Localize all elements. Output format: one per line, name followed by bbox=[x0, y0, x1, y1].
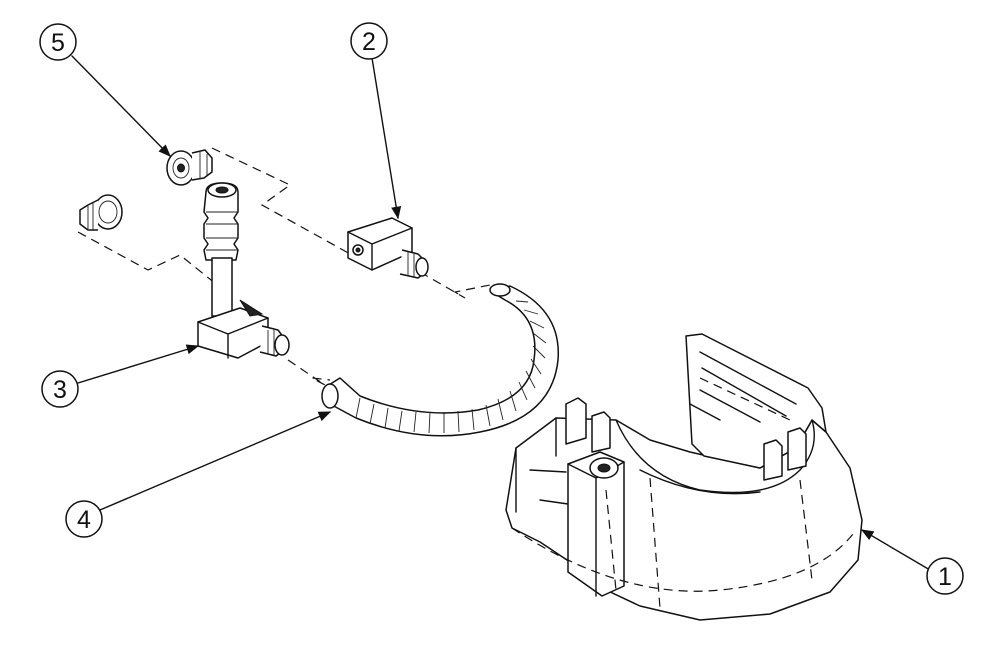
balloon-5-label: 5 bbox=[51, 29, 65, 57]
callout-leaders bbox=[71, 55, 931, 571]
part-elbow-fitting bbox=[347, 217, 429, 279]
balloon-4: 4 bbox=[65, 500, 103, 538]
balloon-2: 2 bbox=[350, 22, 388, 60]
balloon-1: 1 bbox=[926, 557, 964, 595]
balloon-1-label: 1 bbox=[938, 563, 952, 591]
balloon-3-label: 3 bbox=[53, 376, 67, 404]
part-tee-fitting bbox=[197, 182, 290, 359]
part-base-housing bbox=[505, 333, 863, 621]
balloon-5: 5 bbox=[39, 23, 77, 61]
balloon-3: 3 bbox=[41, 370, 79, 408]
part-flexible-hose bbox=[321, 283, 560, 437]
part-cap-plug bbox=[79, 149, 213, 231]
balloon-4-label: 4 bbox=[77, 506, 91, 534]
balloon-2-label: 2 bbox=[362, 28, 376, 56]
assembly-centerlines bbox=[77, 147, 491, 386]
